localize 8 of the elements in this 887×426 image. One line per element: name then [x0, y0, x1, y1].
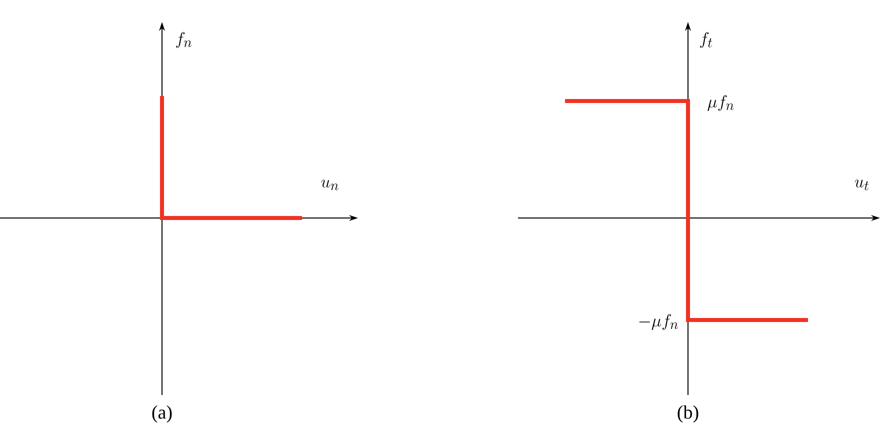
axis-label: $f_t$ [700, 32, 712, 48]
axis-label: $u_t$ [854, 180, 869, 190]
curve-label: $-\mu f_n$ [639, 314, 678, 330]
curve-label: $\mu f_n$ [708, 95, 734, 112]
axis-label: $u_n$ [321, 180, 338, 190]
panel-label: (b) [678, 405, 698, 423]
panel-label: (a) [152, 405, 172, 423]
axis-label: $f_n$ [176, 32, 192, 48]
